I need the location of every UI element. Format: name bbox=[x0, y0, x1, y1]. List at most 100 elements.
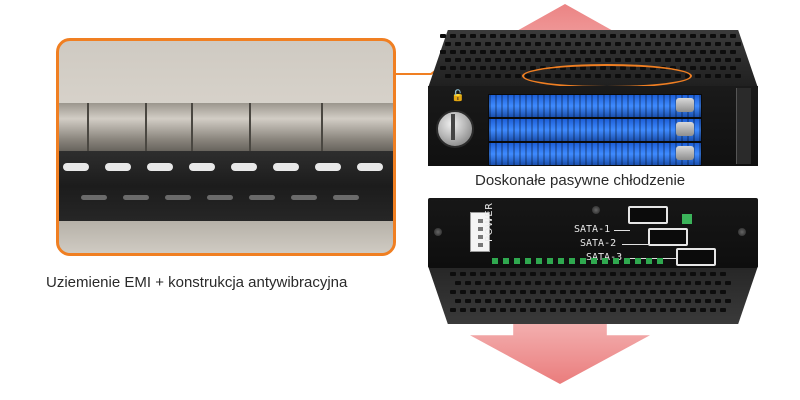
vent-hole bbox=[495, 58, 501, 62]
vent-hole bbox=[605, 42, 611, 46]
vent-hole bbox=[650, 34, 656, 38]
vent-hole bbox=[460, 290, 466, 294]
sata-port-1[interactable] bbox=[628, 206, 668, 224]
vent-hole bbox=[500, 308, 506, 312]
vent-hole bbox=[490, 34, 496, 38]
vent-hole bbox=[505, 58, 511, 62]
vent-hole bbox=[555, 58, 561, 62]
vent-hole bbox=[540, 272, 546, 276]
vent-hole bbox=[560, 272, 566, 276]
vent-hole bbox=[460, 50, 466, 54]
vent-hole bbox=[455, 281, 461, 285]
tray-release-button-1[interactable] bbox=[676, 98, 694, 112]
vent-hole bbox=[515, 74, 521, 78]
vent-hole bbox=[465, 58, 471, 62]
vent-hole bbox=[655, 281, 661, 285]
vent-hole bbox=[705, 299, 711, 303]
vent-hole bbox=[455, 42, 461, 46]
vent-hole bbox=[705, 74, 711, 78]
vent-hole bbox=[595, 299, 601, 303]
green-led bbox=[646, 258, 652, 264]
vent-hole bbox=[545, 299, 551, 303]
vent-hole bbox=[500, 50, 506, 54]
vent-hole bbox=[600, 272, 606, 276]
vent-hole bbox=[510, 308, 516, 312]
vent-hole bbox=[480, 272, 486, 276]
vent-hole bbox=[690, 66, 696, 70]
drive-tray-2[interactable] bbox=[488, 118, 702, 142]
vent-hole bbox=[675, 58, 681, 62]
vent-hole bbox=[640, 50, 646, 54]
vent-hole bbox=[515, 281, 521, 285]
vent-hole bbox=[470, 290, 476, 294]
sata-leader-line bbox=[614, 230, 630, 231]
vent-hole bbox=[550, 34, 556, 38]
vent-hole bbox=[595, 42, 601, 46]
vent-hole bbox=[485, 58, 491, 62]
hinge-strip bbox=[59, 103, 393, 155]
vent-hole bbox=[515, 299, 521, 303]
vent-hole bbox=[470, 34, 476, 38]
vent-hole bbox=[505, 281, 511, 285]
vent-hole bbox=[520, 66, 526, 70]
vent-hole bbox=[650, 272, 656, 276]
vent-hole bbox=[695, 42, 701, 46]
vent-hole bbox=[670, 50, 676, 54]
sata-leader-line bbox=[628, 258, 678, 259]
vent-hole bbox=[660, 272, 666, 276]
green-led bbox=[635, 258, 641, 264]
vent-hole bbox=[700, 34, 706, 38]
tray-release-button-2[interactable] bbox=[676, 122, 694, 136]
vent-hole bbox=[495, 74, 501, 78]
vent-hole bbox=[665, 281, 671, 285]
green-led bbox=[525, 258, 531, 264]
vent-hole bbox=[530, 50, 536, 54]
vent-hole bbox=[635, 299, 641, 303]
vent-hole bbox=[735, 58, 741, 62]
sata-port-2[interactable] bbox=[648, 228, 688, 246]
vent-hole bbox=[440, 34, 446, 38]
vent-hole bbox=[710, 290, 716, 294]
vent-hole bbox=[660, 34, 666, 38]
vent-hole bbox=[610, 308, 616, 312]
vent-hole bbox=[500, 290, 506, 294]
emi-hinge-closeup bbox=[56, 38, 396, 256]
pcb-component bbox=[682, 214, 692, 224]
vent-hole bbox=[485, 74, 491, 78]
vent-hole bbox=[600, 308, 606, 312]
vent-hole bbox=[685, 281, 691, 285]
vent-hole bbox=[630, 290, 636, 294]
vent-hole bbox=[575, 58, 581, 62]
vent-hole bbox=[565, 281, 571, 285]
vent-hole bbox=[640, 308, 646, 312]
vent-hole bbox=[460, 308, 466, 312]
vent-hole bbox=[560, 308, 566, 312]
vent-hole bbox=[620, 50, 626, 54]
vent-hole bbox=[625, 58, 631, 62]
vent-hole bbox=[735, 74, 741, 78]
vent-hole bbox=[670, 34, 676, 38]
vent-hole bbox=[705, 42, 711, 46]
vent-hole bbox=[565, 58, 571, 62]
drive-tray-1[interactable] bbox=[488, 94, 702, 118]
vent-hole bbox=[655, 58, 661, 62]
power-connector[interactable] bbox=[470, 212, 490, 252]
vent-hole bbox=[610, 50, 616, 54]
vent-hole bbox=[720, 34, 726, 38]
vent-hole bbox=[480, 308, 486, 312]
vent-hole bbox=[475, 58, 481, 62]
vent-hole bbox=[460, 66, 466, 70]
sata-port-3[interactable] bbox=[676, 248, 716, 266]
vent-hole bbox=[615, 281, 621, 285]
vent-hole bbox=[645, 42, 651, 46]
vent-hole bbox=[615, 42, 621, 46]
vent-hole bbox=[680, 50, 686, 54]
tray-release-button-3[interactable] bbox=[676, 146, 694, 160]
vent-hole bbox=[515, 58, 521, 62]
vent-hole bbox=[710, 308, 716, 312]
vent-hole bbox=[690, 34, 696, 38]
green-led bbox=[624, 258, 630, 264]
vent-hole bbox=[460, 272, 466, 276]
vent-hole bbox=[590, 308, 596, 312]
drive-tray-3[interactable] bbox=[488, 142, 702, 166]
